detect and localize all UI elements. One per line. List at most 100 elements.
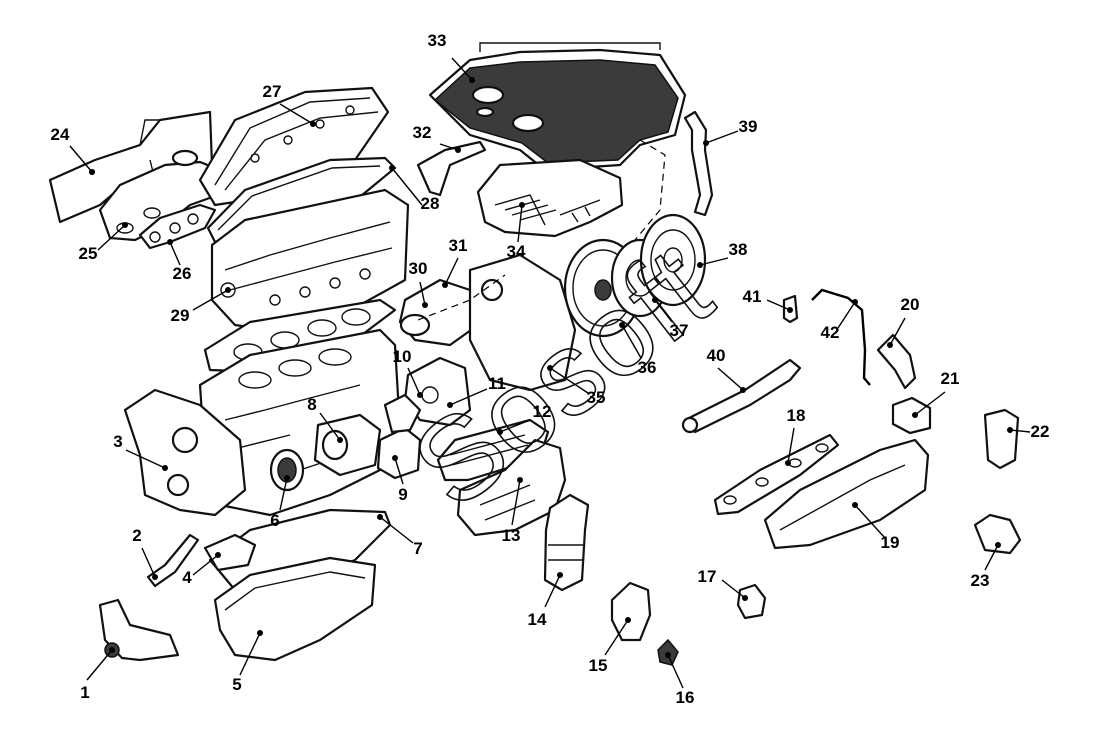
part-exhaust-gasket: [138, 203, 217, 250]
leader-line-19: [854, 504, 886, 539]
leader-line-11: [449, 388, 488, 406]
callout-label-4: 4: [182, 568, 192, 587]
callout-label-36: 36: [638, 358, 657, 377]
callout-label-9: 9: [398, 485, 407, 504]
callout-7: 7: [377, 514, 423, 558]
callout-label-5: 5: [232, 675, 241, 694]
callout-label-42: 42: [821, 323, 840, 342]
callout-label-23: 23: [971, 571, 990, 590]
leader-line-12: [499, 419, 531, 433]
part-crank-pulley: [269, 448, 305, 492]
callout-label-28: 28: [421, 194, 440, 213]
callout-2: 2: [132, 526, 158, 580]
leader-dot-24: [89, 169, 95, 175]
part-oil-pickup: [203, 533, 257, 572]
part-hose-20: [876, 333, 917, 390]
leader-line-35: [549, 367, 589, 394]
leader-line-3: [125, 449, 166, 469]
callout-label-3: 3: [113, 432, 122, 451]
part-oil-filter-housing: [456, 438, 567, 537]
leader-dot-11: [447, 402, 453, 408]
callout-3: 3: [113, 432, 168, 471]
leader-dot-9: [392, 455, 398, 461]
leader-line-21: [914, 391, 946, 416]
part-valve-17: [736, 583, 767, 620]
leader-line-4: [192, 554, 219, 576]
leader-dot-22: [1007, 427, 1013, 433]
callout-37: 37: [652, 297, 688, 340]
leader-line-23: [984, 544, 999, 571]
callout-label-37: 37: [670, 321, 689, 340]
callout-23: 23: [971, 542, 1001, 590]
callout-label-19: 19: [881, 533, 900, 552]
leader-dot-8: [337, 437, 343, 443]
callout-17: 17: [698, 567, 748, 601]
callout-29: 29: [171, 287, 231, 325]
leader-dot-39: [703, 140, 709, 146]
callout-label-16: 16: [676, 688, 695, 707]
leader-line-20: [889, 317, 906, 346]
part-oil-pan: [213, 556, 377, 662]
leader-line-25: [97, 224, 126, 251]
part-hose: [146, 533, 200, 588]
callout-label-20: 20: [901, 295, 920, 314]
leader-dot-13: [517, 477, 523, 483]
leader-line-24: [69, 145, 93, 173]
callout-39: 39: [703, 117, 757, 146]
callout-label-12: 12: [533, 402, 552, 421]
leader-dot-3: [162, 465, 168, 471]
callout-label-38: 38: [729, 240, 748, 259]
callout-label-41: 41: [743, 287, 762, 306]
callout-6: 6: [270, 475, 290, 530]
leader-dot-26: [167, 239, 173, 245]
callout-19: 19: [852, 502, 899, 552]
leader-line-9: [394, 457, 404, 485]
part-bellhousing-plate: [468, 253, 577, 392]
leader-dot-30: [422, 302, 428, 308]
leader-dot-6: [284, 475, 290, 481]
leader-dot-10: [417, 392, 423, 398]
leader-dot-28: [389, 165, 395, 171]
leader-dot-36: [619, 322, 625, 328]
leader-line-37: [654, 299, 673, 323]
leader-line-38: [699, 257, 729, 266]
part-engine-cover: [428, 42, 687, 172]
callout-27: 27: [263, 82, 316, 127]
callout-10: 10: [393, 347, 423, 398]
callout-12: 12: [497, 402, 551, 435]
callout-8: 8: [307, 395, 343, 443]
leader-dot-19: [852, 502, 858, 508]
callout-label-30: 30: [409, 259, 428, 278]
callout-4: 4: [182, 552, 221, 587]
callout-label-22: 22: [1031, 422, 1050, 441]
leader-dot-42: [852, 299, 858, 305]
part-cylinder-head: [210, 188, 410, 332]
leader-line-2: [141, 547, 156, 578]
leader-dot-32: [455, 147, 461, 153]
part-bracket-32: [416, 140, 487, 197]
callout-35: 35: [547, 365, 605, 407]
leader-dot-20: [887, 342, 893, 348]
callout-5: 5: [232, 630, 263, 694]
leader-line-17: [721, 579, 746, 599]
leader-line-29: [192, 289, 229, 311]
leader-dot-41: [787, 307, 793, 313]
leader-line-6: [279, 477, 288, 511]
leader-line-8: [319, 412, 341, 441]
callout-label-2: 2: [132, 526, 141, 545]
part-intake-gasket: [713, 433, 840, 516]
callout-label-18: 18: [787, 406, 806, 425]
callout-15: 15: [589, 617, 631, 675]
part-intake-plenum: [476, 158, 624, 238]
callout-label-15: 15: [589, 656, 608, 675]
callout-9: 9: [392, 455, 408, 504]
callout-42: 42: [821, 299, 858, 342]
leader-dot-25: [122, 222, 128, 228]
callout-label-33: 33: [428, 31, 447, 50]
leader-line-22: [1009, 429, 1031, 433]
part-bracket-15: [610, 581, 652, 642]
callout-label-6: 6: [270, 511, 279, 530]
callout-21: 21: [912, 369, 959, 418]
assembly-line-2: [417, 274, 506, 321]
callout-label-32: 32: [413, 123, 432, 142]
